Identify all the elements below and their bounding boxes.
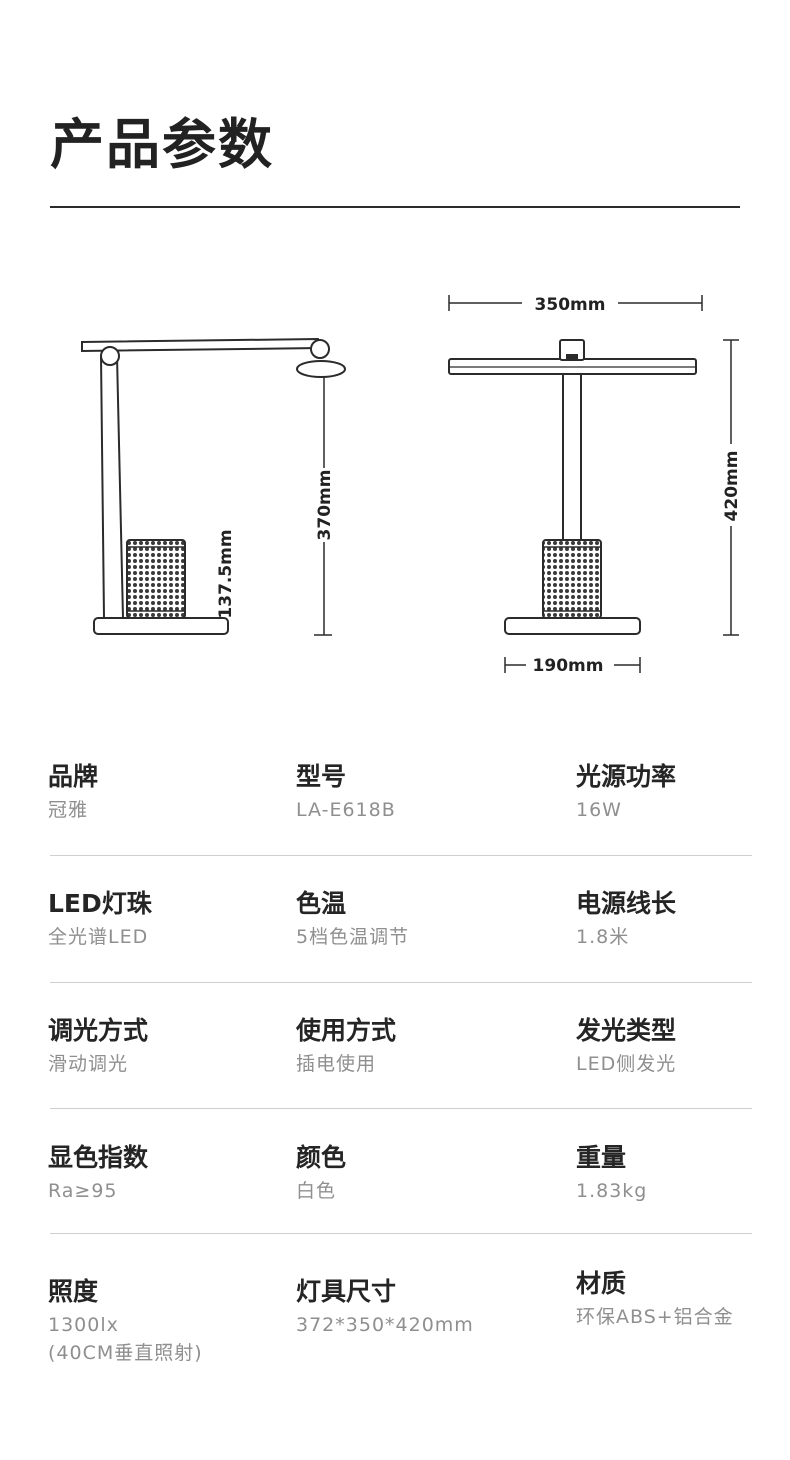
spec-model: 型号 LA-E618B [296, 760, 396, 824]
front-view-lamp [448, 339, 697, 635]
front-base-width-label: 190mm [533, 656, 604, 676]
spec-value: 1.83kg [576, 1180, 648, 1202]
side-pen-holder [126, 539, 186, 619]
spec-value: 插电使用 [296, 1053, 377, 1075]
side-base-height-label: 137.5mm [216, 529, 236, 618]
spec-label: 发光类型 [576, 1016, 677, 1045]
side-base [93, 617, 229, 635]
spec-power: 光源功率 16W [576, 760, 676, 824]
side-lamp-height-label: 370mm [315, 470, 335, 541]
spec-cable-length: 电源线长 1.8米 [576, 887, 676, 951]
front-pen-holder [542, 539, 602, 619]
spec-label: 重量 [576, 1143, 627, 1172]
side-top-arm [81, 337, 322, 353]
spec-value: LED侧发光 [576, 1053, 677, 1075]
spec-label: 色温 [296, 889, 347, 918]
spec-value: 环保ABS+铝合金 [576, 1306, 734, 1328]
spec-illuminance: 照度 1300lx (40CM垂直照射) [48, 1275, 203, 1367]
spec-led-beads: LED灯珠 全光谱LED [48, 887, 152, 951]
spec-value: 5档色温调节 [296, 926, 410, 948]
row-divider [50, 855, 752, 856]
spec-label: 电源线长 [576, 889, 677, 918]
row-divider [50, 1108, 752, 1109]
spec-value: 1.8米 [576, 926, 630, 948]
side-view-lamp [81, 337, 346, 635]
spec-value: 16W [576, 799, 622, 821]
spec-label: LED灯珠 [48, 889, 152, 918]
spec-label: 使用方式 [296, 1016, 397, 1045]
spec-label: 型号 [296, 762, 347, 791]
spec-value: 滑动调光 [48, 1053, 129, 1075]
spec-color-temp: 色温 5档色温调节 [296, 887, 409, 951]
lamp-dimension-diagram: 370mm 137.5mm 350mm 420mm 190mm [81, 290, 743, 678]
front-base [504, 617, 641, 635]
spec-brand: 品牌 冠雅 [48, 760, 98, 824]
spec-light-type: 发光类型 LED侧发光 [576, 1014, 676, 1078]
spec-lamp-size: 灯具尺寸 372*350*420mm [296, 1275, 474, 1339]
spec-dimming: 调光方式 滑动调光 [48, 1014, 148, 1078]
spec-value: 冠雅 [48, 799, 89, 821]
title-divider [50, 206, 740, 208]
spec-weight: 重量 1.83kg [576, 1141, 647, 1205]
spec-value: LA-E618B [296, 799, 396, 821]
spec-label: 颜色 [296, 1143, 347, 1172]
side-lamp-head [296, 360, 346, 378]
spec-label: 光源功率 [576, 762, 677, 791]
row-divider [50, 1233, 752, 1234]
spec-material: 材质 环保ABS+铝合金 [576, 1267, 734, 1331]
spec-label: 材质 [576, 1269, 627, 1298]
side-joint-left [100, 346, 120, 366]
spec-label: 显色指数 [48, 1143, 149, 1172]
spec-value: 372*350*420mm [296, 1314, 474, 1336]
spec-value-note: (40CM垂直照射) [48, 1342, 203, 1364]
spec-color: 颜色 白色 [296, 1141, 346, 1205]
side-joint-right [310, 339, 330, 359]
spec-value: 1300lx [48, 1314, 119, 1336]
spec-label: 灯具尺寸 [296, 1277, 397, 1306]
spec-value: 全光谱LED [48, 926, 149, 948]
spec-label: 照度 [48, 1277, 99, 1306]
spec-label: 调光方式 [48, 1016, 149, 1045]
spec-usage: 使用方式 插电使用 [296, 1014, 396, 1078]
side-arm [99, 355, 125, 619]
page-title: 产品参数 [50, 113, 274, 176]
front-width-label: 350mm [535, 295, 606, 315]
front-height-label: 420mm [722, 451, 742, 522]
spec-cri: 显色指数 Ra≥95 [48, 1141, 148, 1205]
front-pole [562, 373, 582, 541]
row-divider [50, 982, 752, 983]
spec-value: Ra≥95 [48, 1180, 118, 1202]
spec-label: 品牌 [48, 762, 99, 791]
spec-value: 白色 [296, 1180, 337, 1202]
